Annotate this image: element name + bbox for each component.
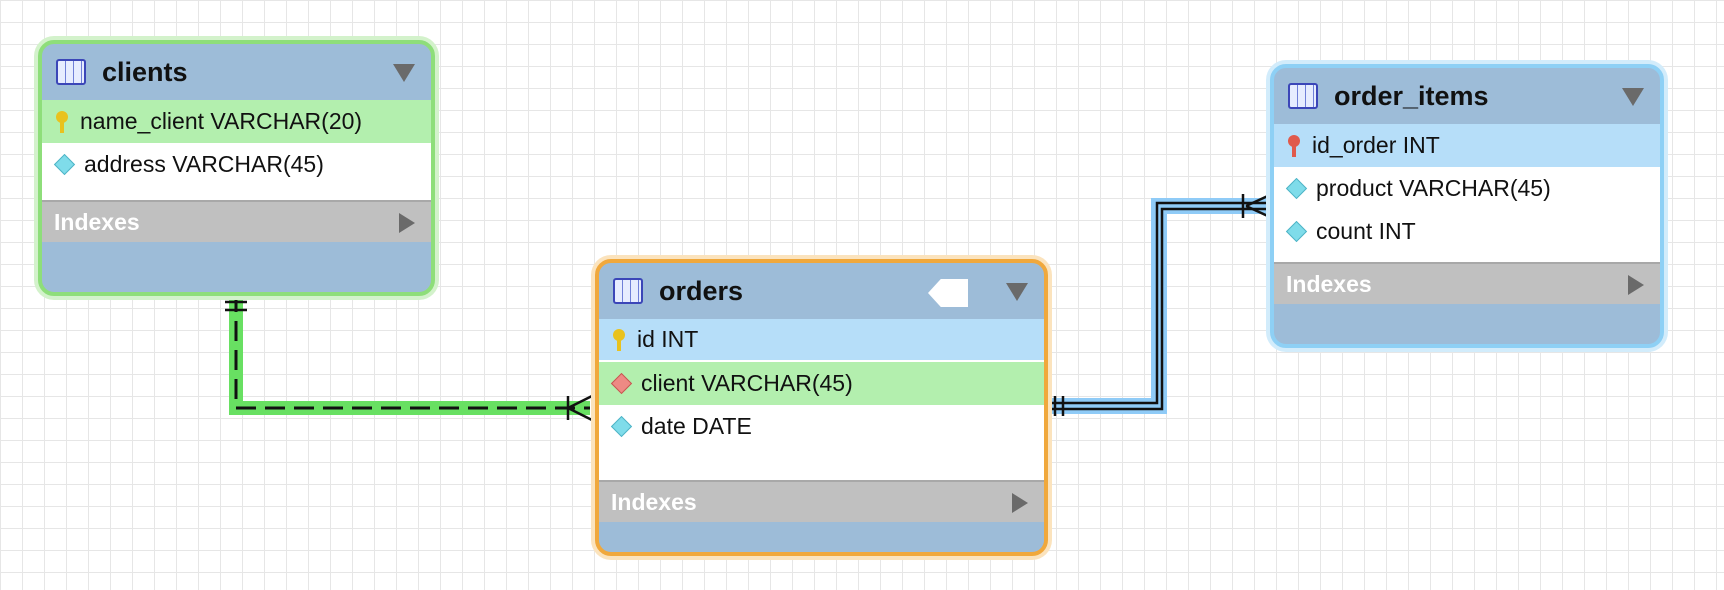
foreign-primary-key-icon (1288, 134, 1300, 158)
tag-icon[interactable] (928, 279, 968, 307)
field-label: id INT (637, 326, 699, 352)
table-icon (56, 59, 86, 85)
collapse-icon[interactable] (1622, 88, 1644, 106)
field-row[interactable]: id_order INT (1274, 124, 1660, 167)
indexes-section[interactable]: Indexes (599, 480, 1044, 522)
table-header[interactable]: orders (599, 263, 1044, 319)
table-orders[interactable]: orders id INT client VARCHAR(45) date DA… (595, 259, 1048, 556)
field-row[interactable]: address VARCHAR(45) (42, 143, 431, 186)
collapse-icon[interactable] (393, 64, 415, 82)
relationship-orders-order-items[interactable] (1046, 192, 1273, 416)
table-footer (599, 522, 1044, 542)
field-label: count INT (1316, 218, 1416, 244)
one-cardinality-marker (225, 300, 247, 312)
relationship-clients-orders[interactable] (225, 292, 593, 422)
field-label: client VARCHAR(45) (641, 370, 853, 396)
field-list: id INT client VARCHAR(45) date DATE (599, 319, 1044, 480)
field-row[interactable]: date DATE (599, 405, 1044, 448)
indexes-section[interactable]: Indexes (1274, 262, 1660, 304)
table-icon (1288, 83, 1318, 109)
indexes-label: Indexes (54, 208, 140, 235)
field-label: address VARCHAR(45) (84, 151, 324, 177)
foreign-key-column-icon (610, 372, 633, 395)
table-footer (42, 242, 431, 262)
table-title: order_items (1334, 80, 1489, 111)
table-icon (613, 278, 643, 304)
field-row[interactable]: product VARCHAR(45) (1274, 167, 1660, 210)
collapse-icon[interactable] (1006, 283, 1028, 301)
column-icon (1285, 177, 1308, 200)
primary-key-icon (613, 328, 625, 352)
column-icon (1285, 220, 1308, 243)
field-label: id_order INT (1312, 132, 1440, 158)
table-title: clients (102, 56, 188, 87)
table-title: orders (659, 275, 744, 306)
field-list: name_client VARCHAR(20) address VARCHAR(… (42, 100, 431, 200)
table-header[interactable]: order_items (1274, 68, 1660, 124)
field-label: name_client VARCHAR(20) (80, 108, 363, 134)
primary-key-icon (56, 110, 68, 134)
indexes-section[interactable]: Indexes (42, 200, 431, 242)
field-label: date DATE (641, 413, 752, 439)
field-row[interactable]: id INT (599, 319, 1044, 362)
field-row[interactable]: client VARCHAR(45) (599, 362, 1044, 405)
indexes-label: Indexes (1286, 270, 1372, 297)
table-header[interactable]: clients (42, 44, 431, 100)
field-row[interactable]: count INT (1274, 210, 1660, 253)
many-cardinality-marker (1241, 192, 1273, 220)
expand-icon[interactable] (399, 213, 415, 233)
expand-icon[interactable] (1012, 493, 1028, 513)
column-icon (610, 415, 633, 438)
expand-icon[interactable] (1628, 275, 1644, 295)
table-clients[interactable]: clients name_client VARCHAR(20) address … (38, 40, 435, 296)
indexes-label: Indexes (611, 488, 697, 515)
one-cardinality-marker (1053, 396, 1065, 416)
column-icon (53, 153, 76, 176)
field-row[interactable]: name_client VARCHAR(20) (42, 100, 431, 143)
many-cardinality-marker (566, 394, 593, 422)
field-list: id_order INT product VARCHAR(45) count I… (1274, 124, 1660, 262)
table-footer (1274, 304, 1660, 324)
field-label: product VARCHAR(45) (1316, 175, 1551, 201)
table-order-items[interactable]: order_items id_order INT product VARCHAR… (1270, 64, 1664, 348)
